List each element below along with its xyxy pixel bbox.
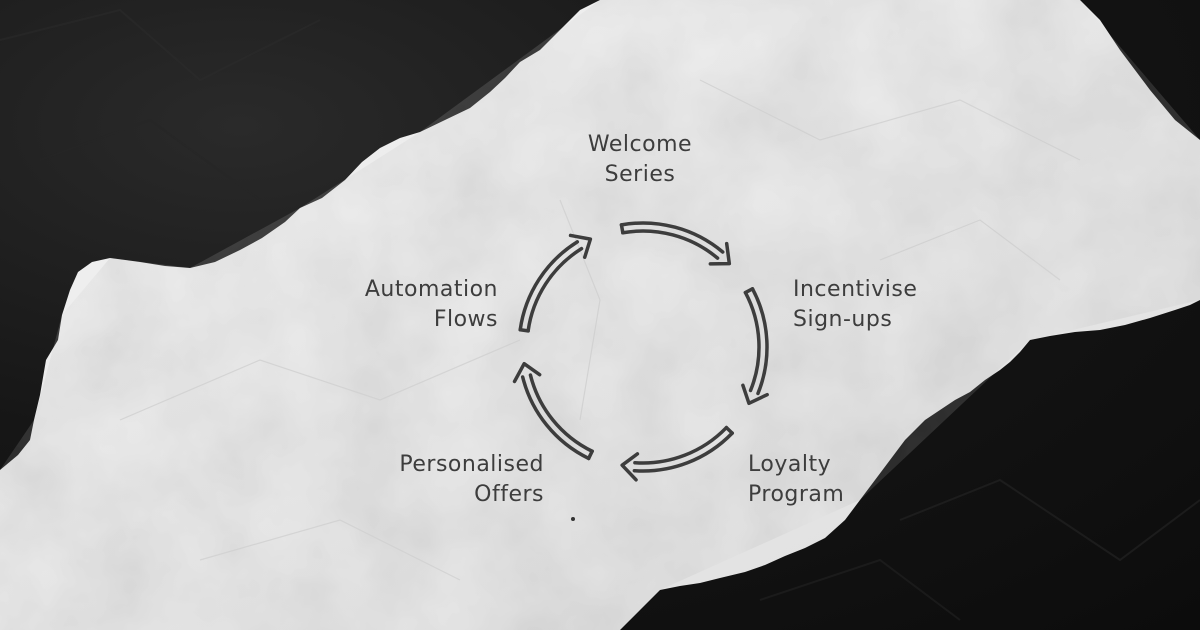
cycle-arrow-rail (526, 246, 584, 333)
node-label-line: Sign-ups (793, 307, 893, 332)
cycle-arrow-rail (632, 431, 734, 473)
cycle-arrow-head-icon (708, 241, 732, 266)
cycle-arrow-rail (619, 221, 725, 254)
node-label-line: Personalised (399, 452, 544, 477)
node-label-line: Welcome (587, 132, 693, 157)
node-label-line: Loyalty (748, 452, 832, 477)
cycle-arrow-rail (528, 373, 594, 454)
cycle-arrow-rail (743, 290, 761, 393)
cycle-arrow-tail (586, 449, 594, 461)
node-label-personalised-offers: Personalised Offers (370, 450, 544, 510)
node-label-line: Flows (433, 307, 498, 332)
cycle-arrow-rail (750, 287, 769, 396)
node-label-line: Incentivise (793, 277, 918, 302)
node-label-loyalty-program: Loyalty Program (748, 450, 844, 510)
cycle-arrow-rail (520, 375, 591, 461)
node-label-line: Program (748, 482, 845, 507)
cycle-arrow-rail (633, 425, 729, 465)
cycle-arrow-tail (724, 425, 734, 435)
cycle-arrow-tail (518, 327, 530, 333)
cycle-arrow-head-icon (620, 452, 640, 482)
node-label-line: Automation (364, 277, 498, 302)
node-label-automation-flows: Automation Flows (340, 275, 498, 335)
cycle-arrow-rail (621, 229, 720, 260)
cycle-arrow-tail (619, 223, 625, 235)
cycle-arrow-head-icon (512, 361, 542, 384)
dark-crumple-texture (0, 8, 1200, 621)
node-label-line: Offers (474, 482, 544, 507)
node-label-line: Series (604, 162, 676, 187)
cycle-arrow-rail (518, 240, 580, 332)
cycle-arrow-tail (743, 287, 755, 295)
node-label-incentivise-sign-ups: Incentivise Sign-ups (793, 275, 917, 335)
node-label-welcome-series: Welcome Series (560, 130, 720, 190)
paper-creases (119, 79, 1081, 581)
cycle-arrow-head-icon (568, 233, 593, 260)
ink-speck (571, 517, 575, 521)
cycle-arrow-head-icon (741, 383, 769, 406)
